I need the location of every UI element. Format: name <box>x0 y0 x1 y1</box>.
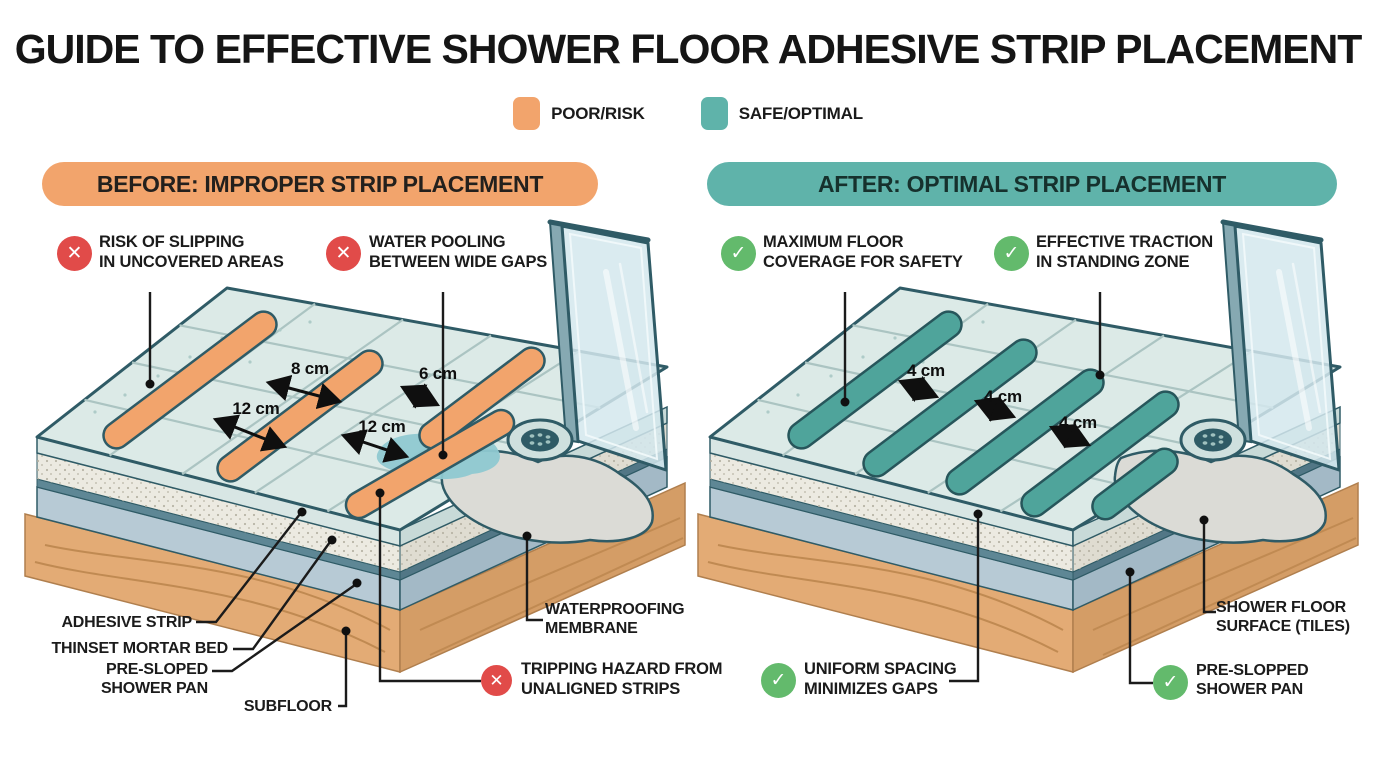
label-membrane-line2: MEMBRANE <box>545 620 638 637</box>
measurement-8cm: 8 cm <box>291 359 329 378</box>
label-preslopped-line2: SHOWER PAN <box>1196 681 1304 698</box>
after-header: AFTER: OPTIMAL STRIP PLACEMENT <box>707 162 1337 206</box>
callout-spacing-line1: UNIFORM SPACING <box>804 660 957 678</box>
legend-item-poor: POOR/RISK <box>513 97 645 130</box>
measurement-4cm: 4 cm <box>1059 413 1097 432</box>
success-icon: ✓ <box>1153 665 1188 700</box>
callout-traction: EFFECTIVE TRACTION IN STANDING ZONE <box>1036 233 1213 272</box>
callout-tripping: TRIPPING HAZARD FROM UNALIGNED STRIPS <box>521 660 723 699</box>
success-icon: ✓ <box>761 663 796 698</box>
callout-pooling-line1: WATER POOLING <box>369 233 506 251</box>
error-icon: ✕ <box>326 236 361 271</box>
measurement-4cm: 4 cm <box>984 387 1022 406</box>
leader-dots <box>145 370 1209 636</box>
label-shower-floor-surface: SHOWER FLOOR SURFACE (TILES) <box>1216 598 1350 636</box>
callout-tripping-line1: TRIPPING HAZARD FROM <box>521 660 723 678</box>
leader-lines <box>148 292 1216 708</box>
label-surface-line2: SURFACE (TILES) <box>1216 618 1350 635</box>
label-surface-line1: SHOWER FLOOR <box>1216 599 1347 616</box>
success-icon: ✓ <box>994 236 1029 271</box>
success-glyph: ✓ <box>1003 243 1020 264</box>
measurement-4cm: 4 cm <box>907 361 945 380</box>
label-subfloor: SUBFLOOR <box>243 698 332 715</box>
label-membrane-line1: WATERPROOFING <box>545 601 685 618</box>
callout-slipping: RISK OF SLIPPING IN UNCOVERED AREAS <box>99 233 284 272</box>
label-presloped-line1: PRE-SLOPED <box>105 661 208 678</box>
callout-pooling: WATER POOLING BETWEEN WIDE GAPS <box>369 233 547 272</box>
error-icon: ✕ <box>481 665 512 696</box>
callout-slipping-line1: RISK OF SLIPPING <box>99 233 245 251</box>
error-glyph: ✕ <box>489 671 504 690</box>
label-presloped-line2: SHOWER PAN <box>100 680 208 697</box>
error-glyph: ✕ <box>335 243 352 264</box>
page-title: GUIDE TO EFFECTIVE SHOWER FLOOR ADHESIVE… <box>14 26 1362 72</box>
success-glyph: ✓ <box>730 243 747 264</box>
callout-coverage-line1: MAXIMUM FLOOR <box>763 233 904 251</box>
poor-label: POOR/RISK <box>551 103 645 123</box>
label-adhesive-strip: ADHESIVE STRIP <box>61 614 192 631</box>
measurement-12cm: 12 cm <box>232 399 280 418</box>
success-glyph: ✓ <box>1162 672 1179 693</box>
legend-item-safe: SAFE/OPTIMAL <box>700 97 863 130</box>
label-thinset-mortar: THINSET MORTAR BED <box>51 640 228 657</box>
label-waterproofing-membrane: WATERPROOFING MEMBRANE <box>545 600 685 638</box>
callout-traction-line1: EFFECTIVE TRACTION <box>1036 233 1213 251</box>
callout-spacing: UNIFORM SPACING MINIMIZES GAPS <box>804 660 957 699</box>
before-header: BEFORE: IMPROPER STRIP PLACEMENT <box>42 162 598 206</box>
poor-swatch <box>513 97 541 130</box>
callout-tripping-line2: UNALIGNED STRIPS <box>521 679 681 698</box>
safe-label: SAFE/OPTIMAL <box>738 103 863 123</box>
measurement-arrows <box>212 374 1092 463</box>
callout-coverage-line2: COVERAGE FOR SAFETY <box>763 252 963 271</box>
label-preslopped-line1: PRE-SLOPPED <box>1196 662 1309 679</box>
error-glyph: ✕ <box>66 243 83 264</box>
error-icon: ✕ <box>57 236 92 271</box>
callout-slipping-line2: IN UNCOVERED AREAS <box>99 252 284 271</box>
callout-spacing-line2: MINIMIZES GAPS <box>804 679 938 698</box>
callout-traction-line2: IN STANDING ZONE <box>1036 252 1190 271</box>
label-presloped-pan: PRE-SLOPED SHOWER PAN <box>101 660 208 698</box>
measurement-6cm: 6 cm <box>419 364 457 383</box>
label-preslopped-pan: PRE-SLOPPED SHOWER PAN <box>1196 661 1309 699</box>
legend: POOR/RISK SAFE/OPTIMAL <box>0 97 1376 130</box>
success-glyph: ✓ <box>770 670 787 691</box>
callout-pooling-line2: BETWEEN WIDE GAPS <box>369 252 548 271</box>
safe-swatch <box>700 97 728 130</box>
measurement-12cm: 12 cm <box>358 417 406 436</box>
callout-coverage: MAXIMUM FLOOR COVERAGE FOR SAFETY <box>763 233 963 272</box>
after-strips <box>787 310 1180 521</box>
success-icon: ✓ <box>721 236 756 271</box>
